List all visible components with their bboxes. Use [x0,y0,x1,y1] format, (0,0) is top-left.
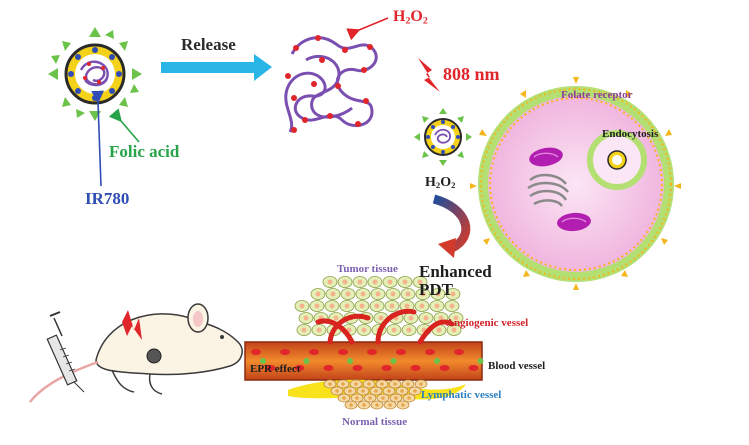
lymphatic-vessel-label: Lymphatic vessel [421,389,502,401]
normal-tissue-label: Normal tissue [342,416,408,428]
tumor-tissue-label: Tumor tissue [337,263,398,275]
folic-acid-pointer [108,108,140,143]
folate-receptor-label: Folate receptor [561,89,633,101]
endocytosis-label: Endocytosis [602,128,659,140]
ir780-label: IR780 [85,189,130,208]
cell-icon [470,77,681,290]
pdt-text: PDT [419,279,453,299]
folic-acid-label: Folic acid [109,142,180,161]
release-arrow [161,54,272,81]
normal-tissue-cluster [323,379,428,410]
small-nanoparticle-icon [414,108,472,166]
epr-effect-label: EPR effect [250,363,301,375]
nanoparticle-icon [48,27,142,121]
blood-vessel [244,341,484,381]
curved-arrow-icon [432,194,471,258]
laser-wavelength-label: 808 nm [443,64,500,84]
polymer-chain-icon [284,35,378,133]
release-label: Release [181,35,236,54]
angiogenic-vessels [315,308,455,345]
mouse-icon [29,303,243,403]
ir780-pointer [91,90,104,187]
tumor-cluster [294,276,464,336]
blood-vessel-label: Blood vessel [488,360,546,372]
lightning-icon [418,58,440,92]
enhanced-text: Enhanced [419,262,492,281]
h2o2-pointer [346,17,389,41]
h2o2-top-label: H2O2 [393,8,428,27]
h2o2-mid-label: H2O2 [425,175,456,191]
angiogenic-vessel-label: Angiogenic vessel [446,317,529,329]
syringe-icon [46,311,85,393]
